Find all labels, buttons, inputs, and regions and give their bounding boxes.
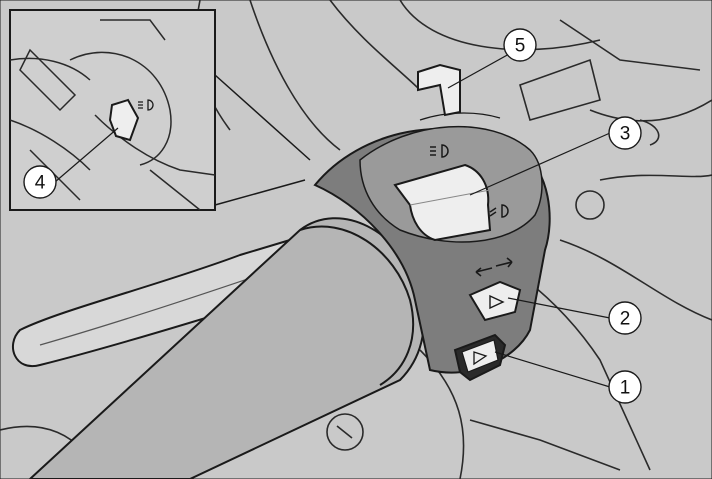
- turn-signal-switch: [468, 280, 522, 322]
- headlight-low-beam-icon: [489, 204, 509, 218]
- callout-3: 3: [608, 116, 642, 150]
- callout-4: 4: [23, 165, 57, 199]
- callout-5: 5: [503, 28, 537, 62]
- mounting-tab: [417, 63, 461, 117]
- callout-2-label: 2: [620, 309, 631, 330]
- callout-2: 2: [608, 301, 642, 335]
- callout-4-label: 4: [35, 173, 46, 194]
- horn-button: [453, 333, 507, 382]
- turn-signal-arrows-icon: [475, 257, 513, 277]
- headlight-high-beam-icon: [430, 144, 449, 158]
- inset-headlight-icon: [138, 99, 154, 111]
- callout-1: 1: [608, 370, 642, 404]
- callout-3-label: 3: [620, 124, 631, 145]
- horn-icon: [473, 351, 488, 366]
- callout-1-label: 1: [620, 378, 631, 399]
- leader-lines: [54, 47, 611, 388]
- callout-5-label: 5: [515, 36, 526, 57]
